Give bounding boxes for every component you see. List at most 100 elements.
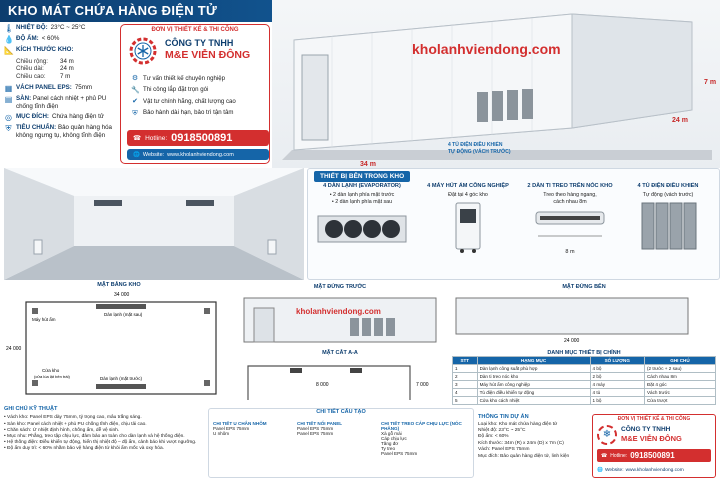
front-elevation-drawing: kholanhviendong.com — [243, 297, 437, 343]
cell: 4 tủ — [589, 388, 645, 397]
footer-hotline-number: 0918500891 — [630, 451, 675, 460]
detail-2-title: CHI TIẾT NỐI PANEL — [297, 421, 343, 426]
hotline-number: 0918500891 — [171, 132, 233, 144]
company-name-line2: M&E VIỄN ĐÔNG — [165, 49, 251, 61]
droplet-icon: 💧 — [4, 35, 14, 45]
humidity-label: ĐỘ ẨM: — [16, 35, 39, 43]
hotline-button[interactable]: ☎Hotline:0918500891 — [127, 130, 269, 146]
ceiling-unit-line2: cách nhau 8m — [553, 199, 587, 206]
section-title: MẶT CẮT A-A — [322, 350, 358, 356]
info-row: Vách: Panel EPS 75mm — [478, 447, 588, 453]
floor-plan-drawing: 34 000 24 000 Dàn lạnh (mặt sau) Dàn lạn… — [6, 292, 217, 395]
footer-name-line1: CÔNG TY TNHH — [621, 426, 671, 433]
shield-check-icon: ⛨ — [132, 109, 138, 117]
control-caption-2: TỰ ĐỘNG (VÁCH TRƯỚC) — [448, 147, 511, 155]
list-item: ✔Vật tư chính hãng, chất lượng cao — [131, 96, 236, 108]
equipment-dehumidifier: 4 MÁY HÚT ẨM CÔNG NGHIỆP Đặt tại 4 góc k… — [418, 183, 518, 258]
cell: 1 — [452, 364, 478, 373]
cell: 1 bộ — [589, 396, 645, 405]
front-elevation-title: MẶT ĐỨNG TRƯỚC — [313, 284, 367, 290]
cell: 2 — [452, 372, 478, 381]
evaporator-line2: • 2 dàn lạnh phía mặt sau — [331, 199, 393, 206]
equipment-control-cabinet: 4 TỦ ĐIỆN ĐIỀU KHIỂN Tự động (vách trước… — [618, 183, 718, 258]
page-title: KHO MÁT CHỨA HÀNG ĐIỆN TỬ — [8, 3, 218, 18]
website-url: www.kholanhviendong.com — [167, 151, 234, 158]
section-aa: MẶT CẮT A-A 8 000 7 000 — [240, 350, 440, 406]
note-line: • Vách kho: Panel EPS dày 75mm, tỷ trọng… — [4, 415, 142, 421]
section-span-label: 8 000 — [316, 382, 329, 388]
ceiling-unit-line1: Treo theo hàng ngang, — [543, 192, 597, 199]
ceiling-unit-dim: 8 m — [565, 248, 575, 255]
note-line: • Hệ thống điện: Điều khiển tự động, hiể… — [4, 440, 197, 446]
cell: Đặt 4 góc — [643, 380, 717, 389]
cell: 2 bộ — [589, 372, 645, 381]
panel-label: VÁCH PANEL EPS: — [16, 83, 72, 91]
info-value: 23°C ~ 25°C — [498, 428, 526, 434]
info-key: Mục đích: — [478, 453, 499, 459]
dehumidifier-title: 4 MÁY HÚT ẨM CÔNG NGHIỆP — [427, 183, 509, 189]
cell: Tủ điện điều khiển tự động — [476, 388, 591, 397]
width-value: 24 m — [60, 65, 74, 73]
footer-tagline: ĐƠN VỊ THIẾT KẾ & THI CÔNG — [617, 416, 691, 422]
detail-1-label-a: Panel EPS 75mm — [213, 426, 250, 431]
note-line: • Sàn kho: Panel cách nhiệt + phủ PU chố… — [4, 421, 147, 427]
plan-evap-back-label: Dàn lạnh (mặt sau) — [104, 312, 143, 317]
footer-website-link[interactable]: 🌐Website:www.kholanhviendong.com — [597, 465, 711, 475]
equipment-ceiling-unit: 2 DÀN TI TREO TRÊN NÓC KHO Treo theo hàn… — [520, 183, 620, 256]
footer-website-url: www.kholanhviendong.com — [625, 467, 684, 473]
purpose-label: MỤC ĐÍCH: — [16, 112, 49, 120]
detail-3-label-e: Panel EPS 75mm — [381, 451, 418, 456]
globe-icon: 🌐 — [133, 151, 140, 158]
project-info: THÔNG TIN DỰ ÁN Loại kho: Kho mát chứa h… — [478, 414, 588, 478]
info-key: Vách: — [478, 447, 491, 453]
width-key: Chiều dài: — [16, 65, 44, 73]
cell: (2 trước + 2 sau) — [643, 364, 717, 373]
floor-value: Panel cách nhiệt + phủ PU chống tĩnh điệ… — [16, 95, 107, 110]
service-list: ⚙Tư vấn thiết kế chuyên nghiệp 🔧Thi công… — [131, 73, 236, 119]
phone-icon: ☎ — [133, 135, 142, 142]
front-brand-text: kholanhviendong.com — [296, 307, 381, 316]
humidity-value: < 60% — [41, 35, 60, 43]
equipment-panel: THIẾT BỊ BÊN TRONG KHO 4 DÀN LẠNH (EVAPO… — [307, 168, 720, 280]
col-header: SỐ LƯỢNG — [589, 356, 645, 365]
control-caption-1: 4 TỦ ĐIỆN ĐIỀU KHIỂN — [448, 140, 503, 148]
footer-hotline-button[interactable]: ☎Hotline:0918500891 — [597, 449, 711, 462]
plan-height-label: 24 000 — [6, 346, 22, 352]
info-value: Kho mát chứa hàng điện tử — [498, 421, 558, 427]
side-width-label: 24 000 — [564, 338, 580, 344]
cabinet-line1: Tự động (vách trước) — [642, 192, 694, 199]
info-row: Nhiệt độ: 23°C ~ 25°C — [478, 428, 588, 434]
equipment-heading: THIẾT BỊ BÊN TRONG KHO — [314, 171, 411, 182]
notes-title: GHI CHÚ KỸ THUẬT — [4, 406, 58, 412]
col-header: HẠNG MỤC — [476, 356, 591, 365]
sliding-door — [301, 54, 329, 141]
website-label: Website: — [142, 151, 165, 158]
technical-notes: GHI CHÚ KỸ THUẬT • Vách kho: Panel EPS d… — [4, 406, 204, 478]
floor-plan-title: MẶT BẰNG KHO — [97, 282, 141, 288]
plan-width-label: 34 000 — [114, 292, 130, 298]
info-row: Độ ẩm: < 60% — [478, 434, 588, 440]
cell: Máy hút ẩm công nghiệp — [476, 380, 591, 389]
spec-panel: 🌡NHIỆT ĐỘ:23°C ~ 25°C 💧ĐỘ ẨM:< 60% 📐KÍCH… — [4, 24, 116, 164]
detail-3-label-b: Cáp chịu lực — [381, 436, 407, 441]
cell: Vách trước — [643, 388, 717, 397]
plan-door-label: Cửa kho — [42, 367, 60, 373]
plan-dehum-label: Máy hút ẩm — [32, 316, 56, 322]
info-value: 34m (R) x 24m (D) x 7m (C) — [504, 440, 564, 446]
detail-3-label-d: Ty treo — [381, 446, 396, 451]
info-key: Độ ẩm: — [478, 434, 494, 440]
dehumidifier-line1: Đặt tại 4 góc kho — [448, 192, 488, 199]
note-line: • Chăn sách: Ứ nhiệt định hình, chống ẩm… — [4, 427, 120, 433]
service-label: Bảo hành dài hạn, bảo trì tận tâm — [143, 109, 234, 117]
ceiling-unit-title: 2 DÀN TI TREO TRÊN NÓC KHO — [527, 183, 613, 189]
company-card: ĐƠN VỊ THIẾT KẾ & THI CÔNG CÔNG TY TNHH … — [120, 24, 270, 164]
interior-render — [4, 168, 304, 280]
website-link[interactable]: 🌐Website:www.kholanhviendong.com — [127, 149, 269, 160]
height-key: Chiều cao: — [16, 73, 46, 81]
